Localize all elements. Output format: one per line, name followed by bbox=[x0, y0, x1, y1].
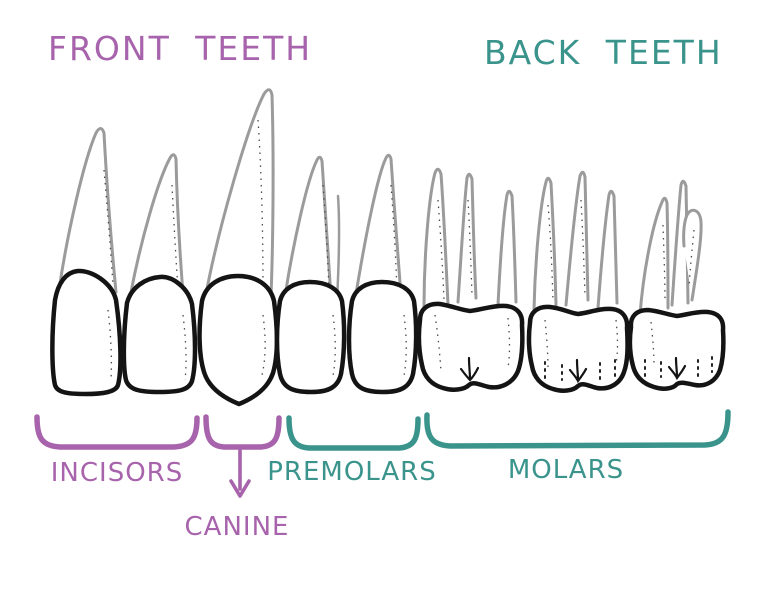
first-molar-fissure bbox=[459, 356, 480, 382]
group-brackets-layer bbox=[34, 409, 731, 498]
canine-arrow-head bbox=[229, 479, 251, 498]
second-molar-fissure bbox=[568, 358, 588, 384]
canine-bracket bbox=[203, 414, 282, 450]
first-molar-root-middle bbox=[456, 172, 478, 304]
central-incisor-crown bbox=[50, 268, 123, 397]
premolars-bracket bbox=[286, 415, 421, 451]
second-molar-root-mesial bbox=[532, 176, 558, 312]
first-molar-crown bbox=[416, 301, 525, 392]
first-molar-root-distal bbox=[496, 189, 518, 307]
lateral-incisor-crown bbox=[121, 274, 198, 395]
canine-label: CANINE bbox=[184, 512, 290, 542]
front-teeth-title: FRONT TEETH bbox=[48, 29, 313, 68]
third-molar-crown bbox=[627, 307, 726, 391]
tooth-crowns-layer bbox=[50, 268, 726, 407]
incisors-label: INCISORS bbox=[50, 458, 184, 488]
second-premolar-crown bbox=[346, 279, 419, 395]
tooth-roots-layer bbox=[57, 88, 703, 317]
first-molar-root-mesial bbox=[422, 167, 450, 310]
back-teeth-title: BACK TEETH bbox=[484, 33, 723, 72]
crown-shading bbox=[107, 309, 655, 381]
second-molar-cusp-shading bbox=[544, 359, 616, 381]
third-molar-fissure bbox=[667, 356, 687, 381]
premolars-label: PREMOLARS bbox=[267, 457, 437, 487]
lateral-incisor-root bbox=[129, 153, 185, 296]
third-molar-cusp-shading bbox=[644, 356, 713, 378]
molars-bracket bbox=[424, 409, 731, 449]
first-premolar-root bbox=[283, 155, 333, 299]
incisors-bracket bbox=[34, 414, 200, 450]
central-incisor-root bbox=[57, 127, 118, 294]
second-molar-root-middle bbox=[564, 170, 590, 307]
second-molar-crown bbox=[526, 304, 630, 393]
third-molar-root-distal bbox=[682, 208, 703, 302]
second-premolar-root bbox=[354, 153, 403, 298]
canine-crown bbox=[197, 273, 280, 407]
first-premolar-crown bbox=[274, 279, 347, 395]
canine-root bbox=[204, 88, 275, 298]
molars-label: MOLARS bbox=[507, 455, 625, 485]
first-premolar-root-line bbox=[335, 194, 341, 302]
third-molar-root-mesial bbox=[638, 196, 670, 317]
second-molar-root-distal bbox=[596, 189, 619, 310]
